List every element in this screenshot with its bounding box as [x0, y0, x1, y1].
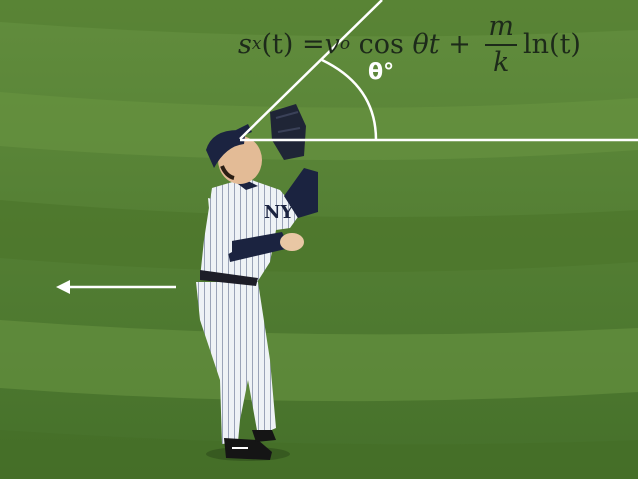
- formula-lhs: s: [238, 28, 252, 60]
- angle-arc: [321, 58, 378, 141]
- angle-diagram: [239, 0, 638, 142]
- trajectory-line: [239, 0, 383, 140]
- formula-lhs-arg: (t) =: [261, 28, 325, 60]
- formula-plus: +: [439, 28, 480, 60]
- player-head: [206, 124, 262, 184]
- formula-numerator: m: [485, 13, 518, 46]
- player-left-arm: [208, 198, 304, 262]
- svg-text:NY: NY: [264, 202, 294, 223]
- angle-label: θ°: [368, 60, 395, 85]
- formula-theta-t: θt: [412, 28, 440, 60]
- formula-fraction: m k: [485, 13, 518, 78]
- direction-arrow: [56, 280, 176, 294]
- formula-cos: cos: [350, 28, 413, 60]
- formula-lhs-subscript: x: [251, 34, 262, 54]
- formula-log: ln(t): [523, 28, 581, 60]
- formula-denominator: k: [493, 46, 510, 78]
- formula-velocity: v: [324, 28, 340, 60]
- player-legs: [196, 282, 276, 460]
- formula-velocity-subscript: o: [339, 34, 351, 54]
- player-right-arm: [270, 104, 318, 218]
